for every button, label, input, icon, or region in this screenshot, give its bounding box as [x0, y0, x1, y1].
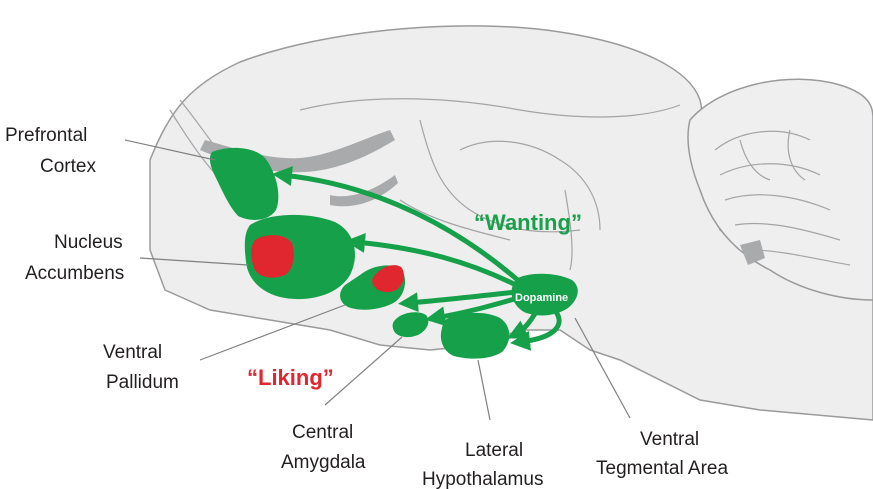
label-amygdala-1: Central: [292, 422, 353, 443]
label-hypothalamus-2: Hypothalamus: [422, 469, 543, 489]
nucleus-accumbens-hotspot: [251, 235, 294, 278]
label-pallidum-1: Ventral: [103, 342, 162, 363]
label-amygdala-2: Amygdala: [281, 452, 366, 473]
label-pallidum-2: Pallidum: [106, 372, 179, 393]
label-liking: “Liking”: [247, 365, 334, 390]
lateral-hypothalamus-region: [441, 313, 509, 359]
label-prefrontal-1: Prefrontal: [5, 125, 87, 146]
label-wanting: “Wanting”: [474, 210, 582, 235]
label-prefrontal-2: Cortex: [40, 156, 96, 177]
label-nucleus-1: Nucleus: [54, 232, 123, 253]
label-vta-2: Tegmental Area: [596, 458, 728, 479]
label-dopamine: Dopamine: [515, 292, 568, 304]
label-nucleus-2: Accumbens: [25, 263, 124, 284]
label-vta-1: Ventral: [640, 429, 699, 450]
label-hypothalamus-1: Lateral: [465, 440, 523, 461]
